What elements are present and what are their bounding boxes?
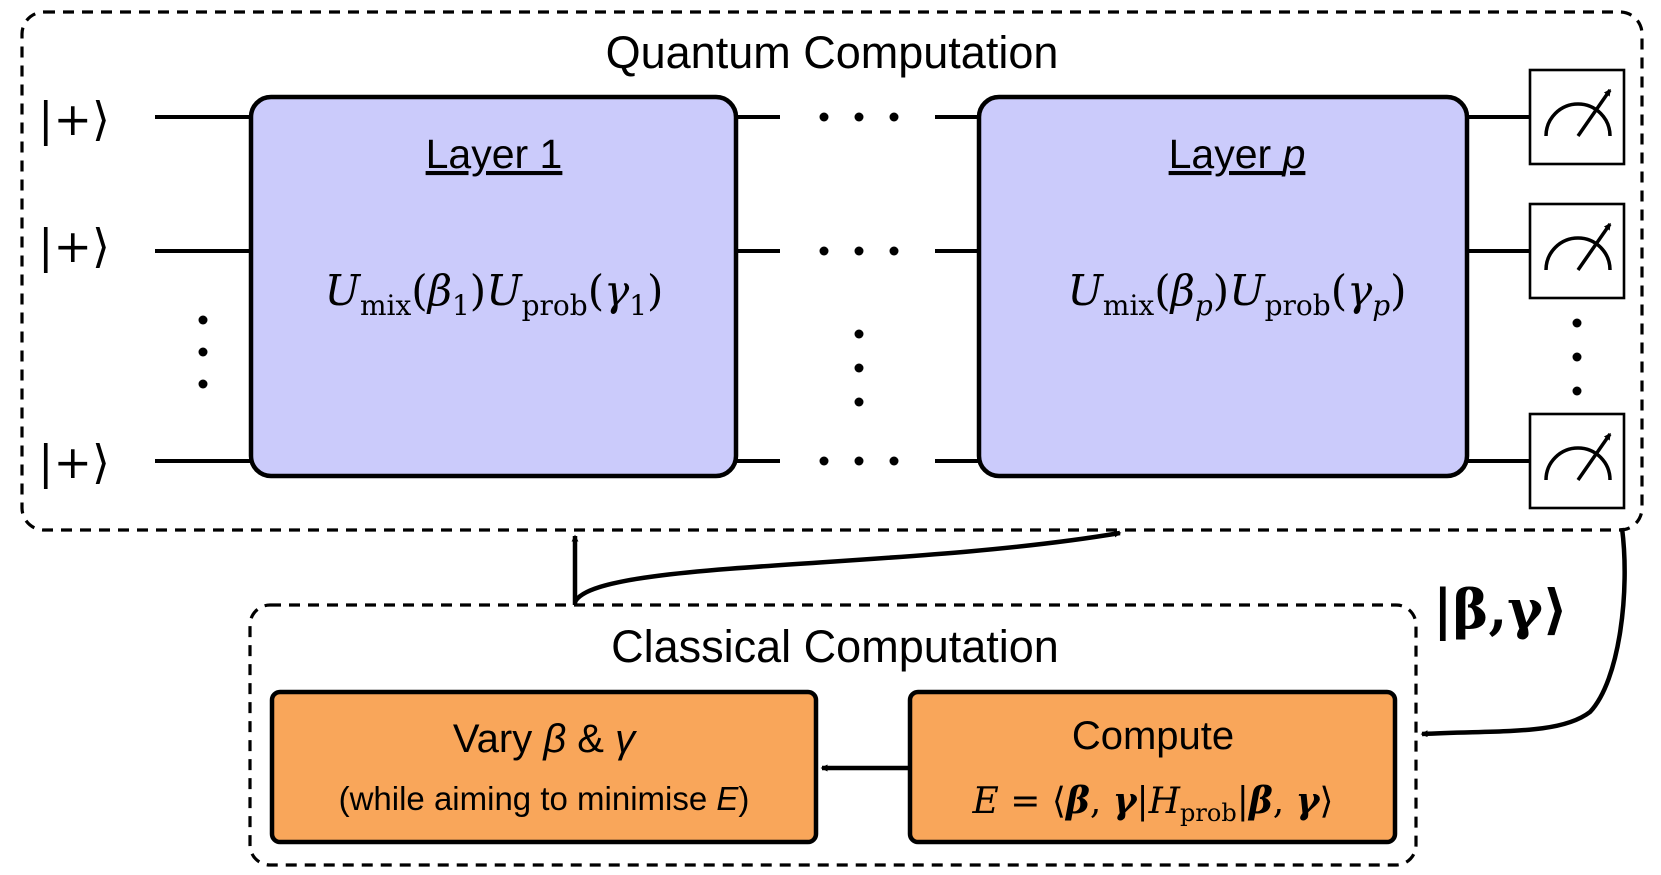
measurement-return-arrow: [1420, 527, 1627, 738]
middle-wires: [734, 115, 980, 463]
input-state-2: |+⟩: [38, 219, 110, 273]
vary-box-subtitle: (while aiming to minimise E): [339, 780, 750, 817]
input-state-1: |+⟩: [38, 92, 110, 146]
input-state-n: |+⟩: [38, 435, 110, 489]
measurement-meter-icon: [1528, 68, 1626, 166]
quantum-computation-title: Quantum Computation: [606, 27, 1059, 78]
output-state-label: |β,γ⟩: [1433, 577, 1568, 642]
layer-p-operator: Umix(βp)Uprob(γp): [1067, 266, 1406, 322]
input-vertical-ellipsis: [198, 315, 208, 389]
measurement-meter-icon: [1528, 202, 1626, 300]
param-arrow-to-layer-p: [572, 530, 1122, 604]
vary-box-title: Vary β & γ: [453, 717, 637, 761]
layer-1-box: Layer 1 Umix(β1)Uprob(γ1): [248, 94, 739, 479]
measurement-meter-icon: [1528, 412, 1626, 510]
middle-vertical-ellipsis: [854, 329, 864, 407]
compute-box-formula: E = ⟨β, γ|Hprob|β, γ⟩: [972, 780, 1334, 827]
input-wires: [155, 115, 252, 463]
vary-parameters-box: Vary β & γ (while aiming to minimise E): [269, 689, 819, 845]
classical-computation-title: Classical Computation: [611, 621, 1059, 672]
layer-1-operator: Umix(β1)Uprob(γ1): [325, 266, 664, 322]
layer-p-box: Layer p Umix(βp)Uprob(γp): [976, 94, 1470, 479]
compute-energy-box: Compute E = ⟨β, γ|Hprob|β, γ⟩: [907, 689, 1398, 845]
meter-vertical-ellipsis: [1572, 318, 1582, 396]
compute-box-title: Compute: [1072, 714, 1234, 758]
output-wires: [1465, 115, 1530, 463]
middle-horizontal-ellipsis: [819, 112, 899, 466]
layer-p-title: Layer p: [1169, 131, 1306, 177]
layer-1-title: Layer 1: [426, 131, 563, 177]
